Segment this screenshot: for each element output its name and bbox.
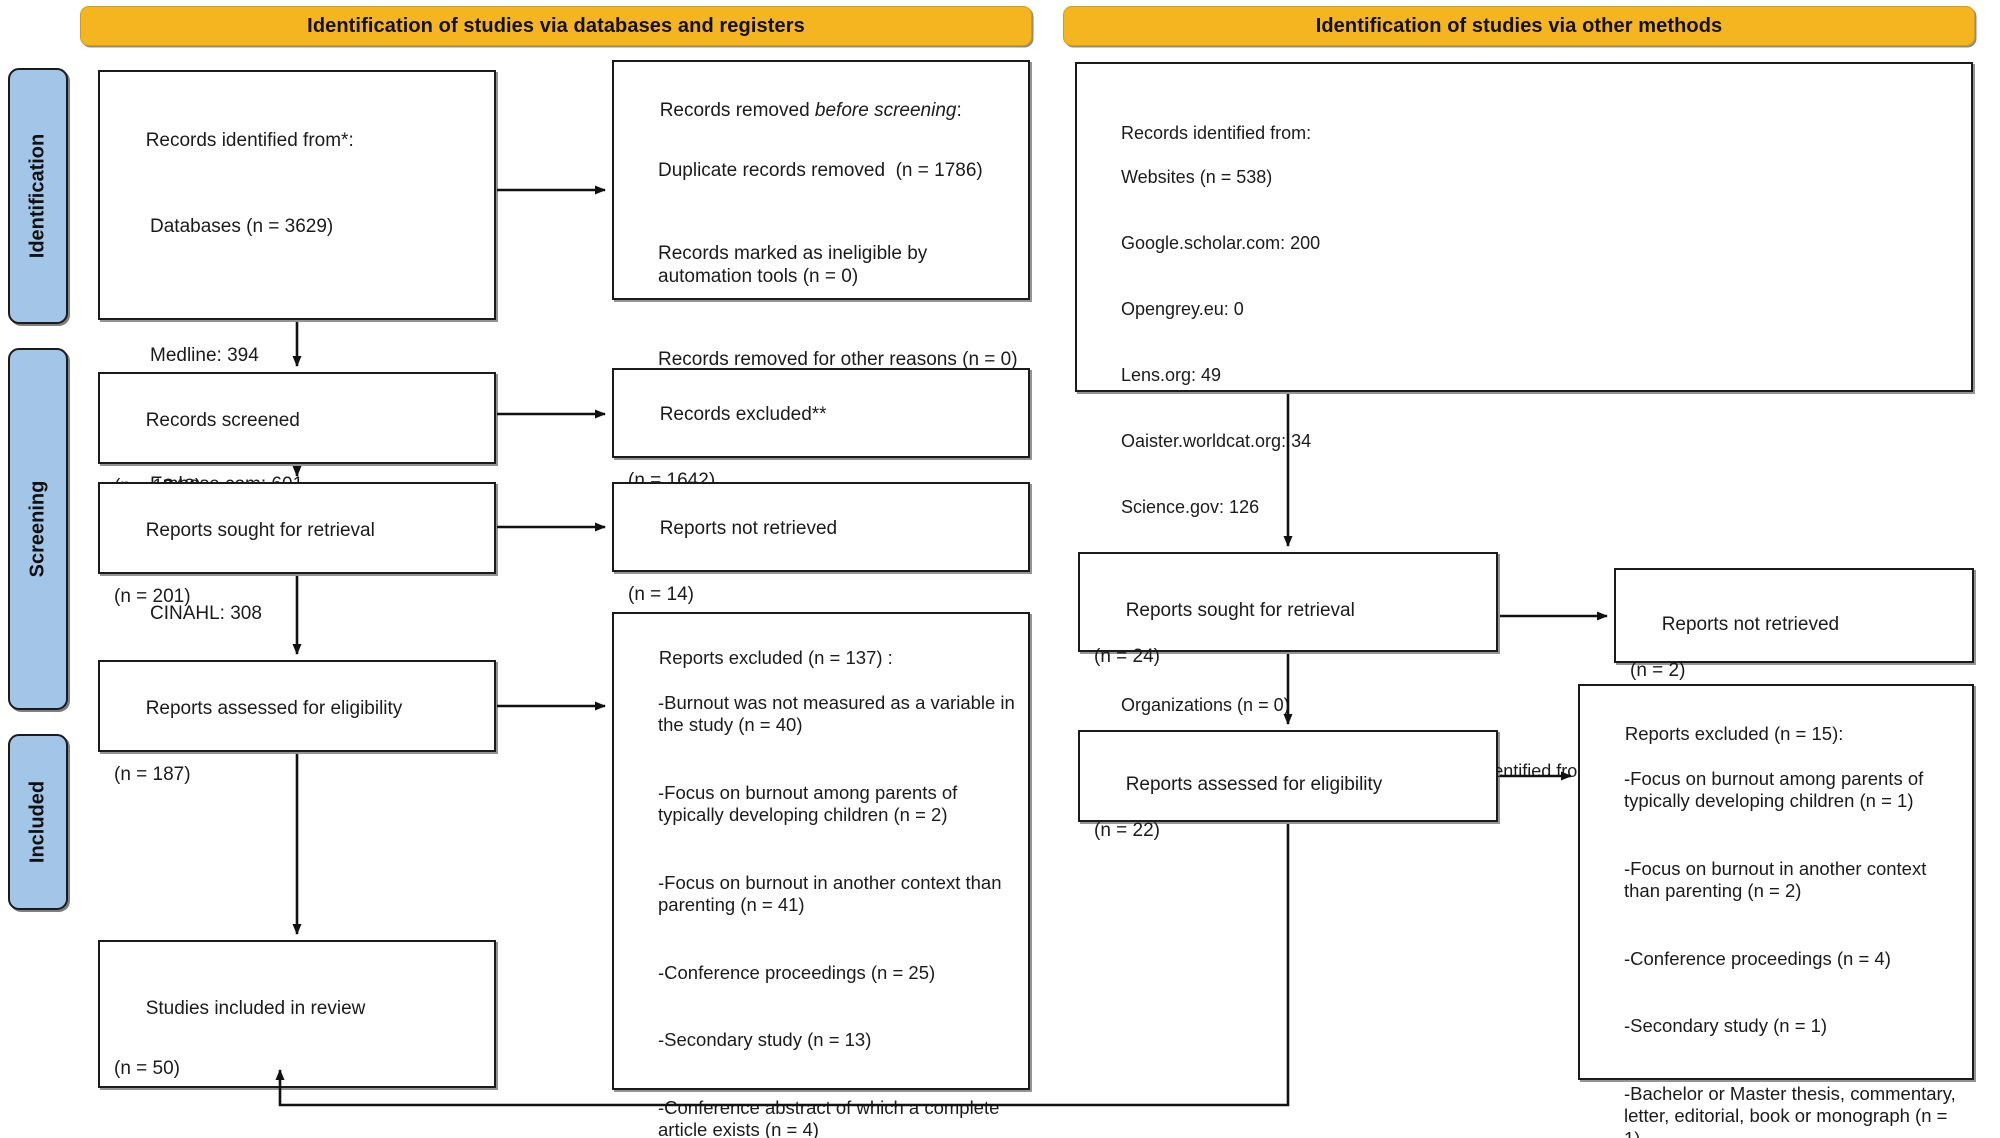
records-identified-line-1: Medline: 394 [150, 345, 259, 366]
box-reports-not-retrieved-other: Reports not retrieved (n = 2) [1614, 568, 1974, 681]
box-reports-sought-databases: Reports sought for retrieval (n = 201) [98, 482, 496, 607]
box-reports-excluded-text: Reports excluded (n = 137) : -Burnout wa… [628, 624, 1020, 1138]
reports-excluded-reason-0: -Burnout was not measured as a variable … [658, 691, 1020, 736]
banner-identification-other-methods: Identification of studies via other meth… [1063, 6, 1975, 46]
box-records-identified-other: Records identified from: Websites (n = 5… [1075, 62, 1973, 781]
records-identified-other-title: Records identified from: [1121, 123, 1312, 143]
box-records-excluded: Records excluded** (n = 1642) [612, 368, 1030, 491]
banner-left-label: Identification of studies via databases … [307, 14, 805, 37]
reports-not-retrieved-other-count: (n = 2) [1630, 660, 1686, 681]
records-removed-line-2: Records removed for other reasons (n = 0… [658, 349, 1018, 370]
reports-not-retrieved-other-title: Reports not retrieved [1661, 614, 1840, 635]
box-reports-excluded-other-text: Reports excluded (n = 15): -Focus on bur… [1594, 700, 1964, 1138]
reports-sought-other-title: Reports sought for retrieval [1125, 600, 1355, 621]
reports-excluded-other-title: Reports excluded (n = 15): [1624, 722, 1844, 744]
box-reports-not-retrieved-databases: Reports not retrieved (n = 14) [612, 482, 1030, 605]
reports-excluded-reason-2: -Focus on burnout in another context tha… [658, 871, 1007, 916]
studies-included-line-1: Studies included in review [145, 998, 366, 1019]
banner-identification-databases: Identification of studies via databases … [80, 6, 1032, 46]
stage-band-screening: Screening [8, 348, 68, 710]
box-reports-assessed-other: Reports assessed for eligibility (n = 22… [1078, 730, 1498, 841]
box-reports-not-retrieved-other-text: Reports not retrieved (n = 2) [1630, 590, 1964, 728]
reports-excluded-reason-5: -Conference abstract of which a complete… [658, 1096, 1005, 1138]
reports-excluded-other-reason-2: -Conference proceedings (n = 4) [1624, 947, 1891, 969]
box-reports-excluded-databases: Reports excluded (n = 137) : -Burnout wa… [612, 612, 1030, 1138]
studies-included-line-2: (n = 50) [114, 1058, 181, 1079]
stage-label-identification: Identification [26, 133, 49, 259]
records-identified-title: Records identified from*: [145, 130, 354, 151]
box-records-removed-text: Records removed before screening: Duplic… [628, 76, 1020, 417]
stage-label-screening: Screening [26, 480, 49, 578]
box-reports-sought-other-text: Reports sought for retrieval (n = 24) [1094, 576, 1488, 714]
reports-excluded-other-reason-0: -Focus on burnout among parents of typic… [1624, 767, 1929, 812]
reports-assessed-title: Reports assessed for eligibility [145, 698, 403, 719]
banner-right-label: Identification of studies via other meth… [1315, 14, 1723, 37]
records-removed-line-1: Records marked as ineligible by automati… [658, 243, 933, 287]
reports-sought-title: Reports sought for retrieval [145, 520, 375, 541]
reports-excluded-reason-1: -Focus on burnout among parents of typic… [658, 781, 963, 826]
records-identified-other-line-1: Google.scholar.com: 200 [1121, 233, 1321, 253]
records-removed-title: Records removed before screening: [659, 100, 962, 121]
records-screened-title: Records screened [145, 410, 300, 431]
stage-band-included: Included [8, 734, 68, 910]
records-removed-line-0: Duplicate records removed (n = 1786) [658, 160, 983, 181]
records-identified-line-3: CINAHL: 308 [150, 603, 262, 624]
reports-sought-count: (n = 201) [114, 586, 191, 607]
box-reports-assessed-databases: Reports assessed for eligibility (n = 18… [98, 660, 496, 785]
stage-band-identification: Identification [8, 68, 68, 324]
box-reports-sought-text: Reports sought for retrieval (n = 201) [114, 496, 486, 654]
box-studies-included: Studies included in review (n = 50) Stud… [98, 940, 496, 1088]
reports-excluded-other-reason-4: -Bachelor or Master thesis, commentary, … [1624, 1082, 1961, 1138]
reports-sought-other-count: (n = 24) [1094, 646, 1161, 667]
box-records-screened: Records screened (n = 1843) [98, 372, 496, 497]
reports-excluded-reason-3: -Conference proceedings (n = 25) [658, 961, 936, 983]
records-excluded-title: Records excluded** [659, 404, 827, 425]
box-reports-excluded-other: Reports excluded (n = 15): -Focus on bur… [1578, 684, 1974, 1138]
records-identified-line-0: Databases (n = 3629) [150, 216, 334, 237]
records-identified-other-line-4: Oaister.worldcat.org: 34 [1121, 431, 1312, 451]
records-identified-other-line-8: Organizations (n = 0) [1121, 695, 1290, 715]
records-identified-other-line-3: Lens.org: 49 [1121, 365, 1222, 385]
records-identified-other-line-0: Websites (n = 538) [1121, 167, 1273, 187]
box-reports-not-retrieved-text: Reports not retrieved (n = 14) [628, 494, 1020, 652]
box-studies-included-text: Studies included in review (n = 50) Stud… [114, 964, 486, 1138]
reports-excluded-reason-4: -Secondary study (n = 13) [658, 1029, 872, 1050]
records-identified-other-line-5: Science.gov: 126 [1121, 497, 1260, 517]
stage-label-included: Included [26, 780, 49, 864]
box-reports-assessed-text: Reports assessed for eligibility (n = 18… [114, 674, 486, 832]
reports-excluded-title: Reports excluded (n = 137) : [658, 646, 893, 668]
reports-assessed-other-title: Reports assessed for eligibility [1125, 774, 1383, 795]
reports-not-retrieved-count: (n = 14) [628, 584, 695, 605]
box-reports-sought-other: Reports sought for retrieval (n = 24) [1078, 552, 1498, 667]
box-records-removed-before-screening: Records removed before screening: Duplic… [612, 60, 1030, 370]
box-reports-assessed-other-text: Reports assessed for eligibility (n = 22… [1094, 750, 1488, 888]
box-records-identified-databases: Records identified from*: Databases (n =… [98, 70, 496, 624]
records-identified-other-line-2: Opengrey.eu: 0 [1121, 299, 1244, 319]
reports-excluded-other-reason-3: -Secondary study (n = 1) [1624, 1015, 1828, 1036]
reports-excluded-other-reason-1: -Focus on burnout in another context tha… [1624, 857, 1932, 902]
reports-assessed-count: (n = 187) [114, 764, 191, 785]
reports-assessed-other-count: (n = 22) [1094, 820, 1161, 841]
reports-not-retrieved-title: Reports not retrieved [659, 518, 838, 539]
